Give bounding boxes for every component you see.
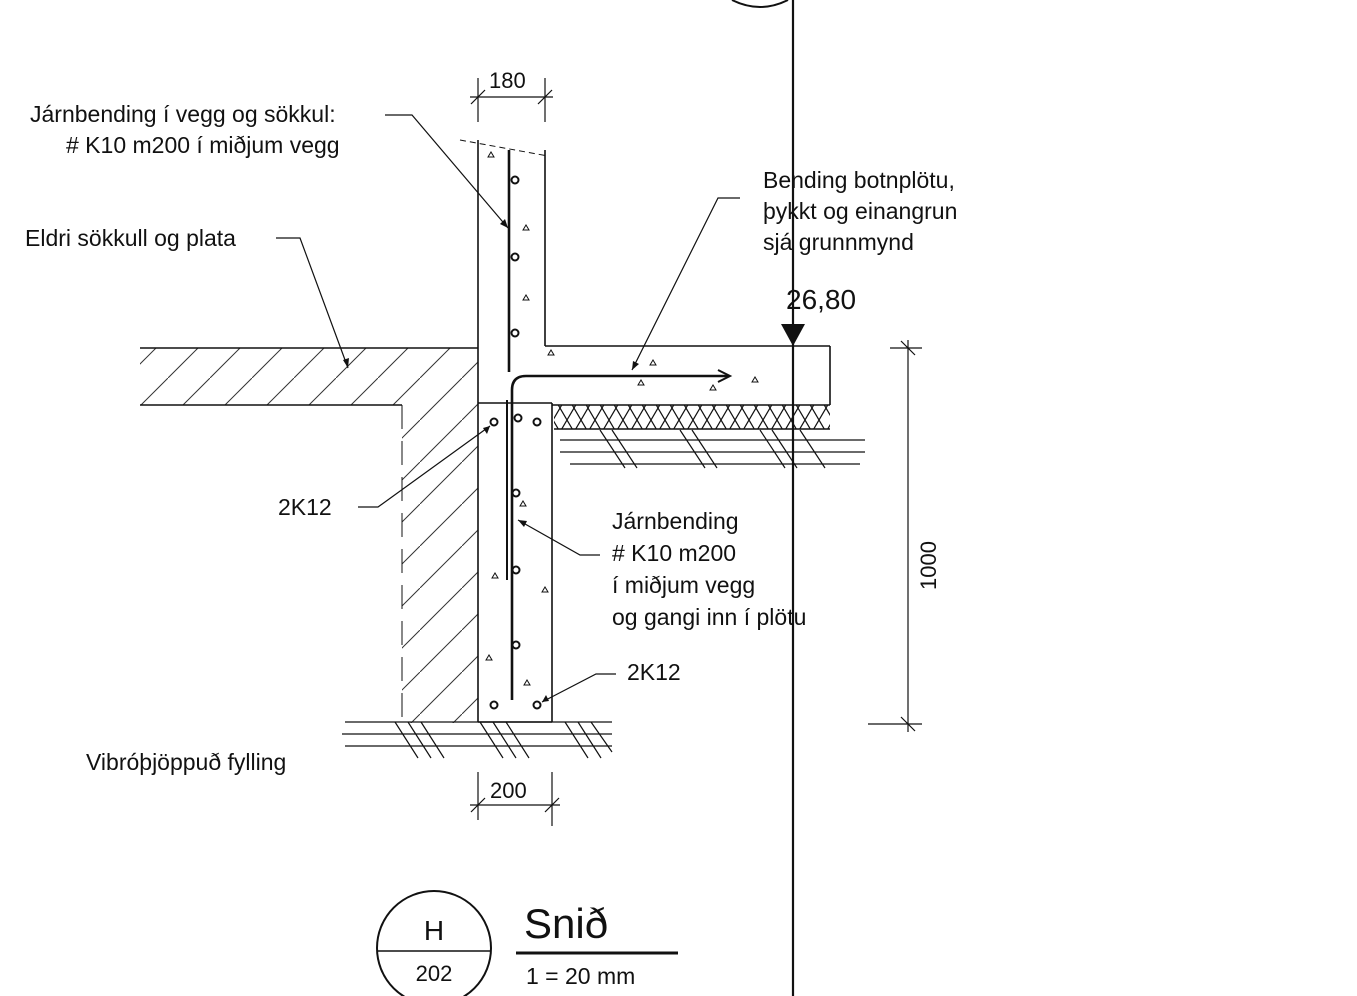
section-letter: H	[424, 915, 444, 946]
concrete-aggregate	[485, 151, 759, 686]
dim-180-label: 180	[489, 68, 526, 93]
footing-rebar-line-3: í miðjum vegg	[612, 572, 755, 598]
bottom-bars-label: 2K12	[627, 659, 681, 685]
insulation-layer	[554, 405, 830, 430]
slab-note-line-1: Bending botnplötu,	[763, 167, 955, 193]
footing-rebar-line-4: og gangi inn í plötu	[612, 604, 806, 630]
leader-arrowheads	[343, 219, 639, 702]
wall-rebar-label-2: # K10 m200 í miðjum vegg	[66, 132, 340, 158]
existing-slab	[140, 347, 478, 406]
slab-note-line-2: þykkt og einangrun	[763, 198, 957, 224]
elevation-marker	[781, 324, 805, 346]
dim-1000-label: 1000	[916, 541, 941, 590]
sheet-number: 202	[416, 961, 453, 986]
drawing-scale: 1 = 20 mm	[526, 963, 635, 989]
footing-rebar-line-1: Járnbending	[612, 508, 739, 534]
rebar	[506, 150, 733, 700]
drawing-title: Snið	[524, 900, 608, 947]
top-bars-label: 2K12	[278, 494, 332, 520]
top-callout-fragment	[731, 0, 789, 8]
rebar-dots	[489, 175, 542, 710]
dimension-footing-height	[868, 340, 922, 732]
dim-200-label: 200	[490, 778, 527, 803]
new-wall	[459, 139, 552, 722]
wall-rebar-label-1: Járnbending í vegg og sökkul:	[30, 101, 336, 127]
dimension-wall-thickness	[470, 78, 553, 122]
dimension-footing-width	[470, 772, 560, 826]
new-footing	[478, 403, 553, 723]
leaders	[276, 114, 740, 703]
existing-footing-label: Eldri sökkull og plata	[25, 225, 236, 251]
fill-label: Vibróþjöppuð fylling	[86, 749, 286, 775]
slab-note-line-3: sjá grunnmynd	[763, 229, 914, 255]
ground-under-footing	[342, 721, 613, 759]
ground-under-slab	[560, 429, 865, 469]
existing-footing	[401, 405, 478, 723]
footing-rebar-line-2: # K10 m200	[612, 540, 736, 566]
section-callout	[376, 890, 678, 996]
elevation-label: 26,80	[786, 284, 856, 315]
